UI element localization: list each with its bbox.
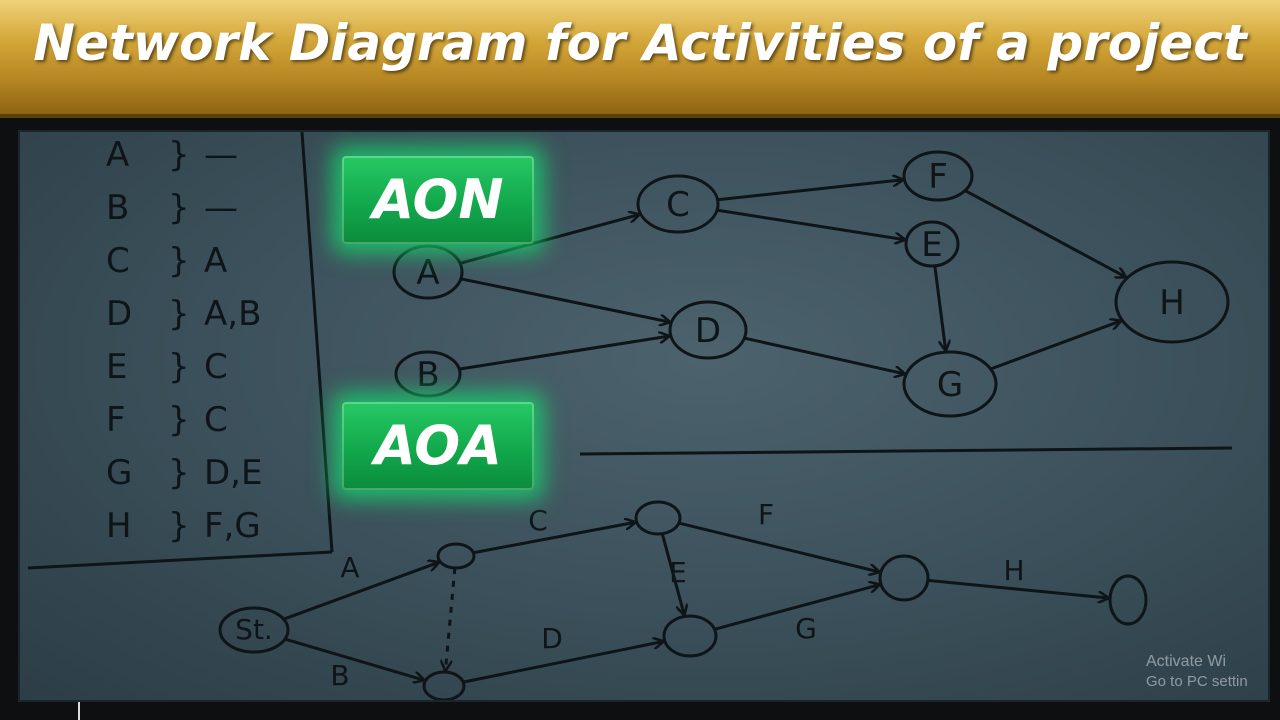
table-activity-B: B (106, 188, 129, 228)
aon-edge-D-G (744, 336, 904, 374)
table-brace: } (168, 347, 190, 387)
table-predecessor-C: A (204, 241, 227, 281)
aon-node-D (668, 300, 748, 360)
aoa-activity-A (283, 562, 439, 621)
precedence-table: A} — B} — C} A D} A,B E} C F} C G} D,E H} F,G (27, 132, 334, 570)
aoa-activity-label-G: G (795, 612, 817, 645)
aon-node-label-F: F (928, 157, 948, 197)
aon-edge-F-H (964, 189, 1125, 277)
aon-node-label-G: G (937, 365, 963, 405)
table-brace: } (168, 400, 190, 440)
table-activity-A: A (106, 135, 129, 175)
aon-node-label-D: D (695, 311, 721, 351)
aon-edge-E-G (933, 265, 946, 350)
table-brace: } (168, 453, 190, 493)
table-brace: } (168, 506, 190, 546)
table-predecessor-E: C (204, 347, 228, 387)
aoa-event-node (436, 542, 476, 570)
table-brace: } (168, 188, 190, 228)
aoa-start-node (218, 606, 290, 654)
aoa-activity-label-D: D (541, 622, 563, 655)
table-brace: } (168, 135, 190, 175)
aoa-dummy-activity (445, 567, 457, 670)
aoa-event-node (1108, 574, 1148, 626)
aon-badge: AON (342, 156, 534, 244)
chalkboard: A} — B} — C} A D} A,B E} C F} C G} D,E H} F,G A B C D E F G H … (18, 130, 1270, 702)
table-predecessor-B: — (204, 188, 238, 228)
aon-node-B (394, 350, 462, 398)
table-predecessor-A: — (204, 135, 238, 175)
aon-node-C (636, 174, 720, 234)
table-predecessor-H: F,G (204, 506, 261, 546)
aon-network: A B C D EF G H (392, 150, 1230, 418)
aoa-badge: AOA (342, 402, 534, 490)
aoa-event-node (422, 670, 466, 700)
table-activity-F: F (106, 400, 126, 440)
aoa-activity-label-H: H (1003, 554, 1024, 587)
aoa-activity-B (284, 637, 424, 680)
aoa-activity-label-B: B (330, 659, 349, 692)
aon-node-H (1114, 260, 1230, 344)
aoa-event-node (662, 614, 718, 658)
aoa-activity-E (660, 533, 684, 615)
aoa-activity-C (473, 522, 634, 555)
aon-edge-G-H (990, 321, 1121, 371)
aon-node-label-E: E (921, 225, 942, 265)
aoa-activity-label-A: A (340, 551, 359, 584)
table-activity-E: E (106, 347, 127, 387)
table-bottom-line (27, 550, 333, 570)
aoa-activity-H (927, 578, 1108, 598)
aon-node-E (904, 220, 960, 268)
table-activity-G: G (106, 453, 132, 493)
frame-edge (78, 702, 80, 720)
aoa-start-label: St. (235, 613, 273, 646)
aon-node-label-B: B (416, 355, 439, 395)
aoa-activity-label-F: F (758, 498, 774, 531)
diagram-canvas: A} — B} — C} A D} A,B E} C F} C G} D,E H} F,G A B C D E F G H … (27, 132, 1233, 700)
aon-edge-C-E (716, 208, 904, 240)
aon-node-label-C: C (666, 185, 690, 225)
aoa-event-node (878, 554, 930, 602)
watermark-line-2: Go to PC settin (1146, 673, 1248, 690)
aon-node-A (392, 244, 464, 300)
table-brace: } (168, 241, 190, 281)
aon-node-label-A: A (416, 253, 439, 293)
table-activity-H: H (106, 506, 132, 546)
table-predecessor-G: D,E (204, 453, 262, 493)
activate-windows-watermark: Activate Wi Go to PC settin (1146, 652, 1276, 692)
section-separator (579, 446, 1233, 456)
aon-node-F (902, 150, 974, 202)
aoa-activity-D (462, 642, 663, 684)
watermark-line-1: Activate Wi (1146, 653, 1227, 670)
aon-node-label-H: H (1159, 283, 1185, 323)
aoa-activity-G (714, 585, 880, 631)
aon-edge-B-D (458, 336, 669, 371)
aoa-event-node (634, 500, 682, 536)
table-predecessor-D: A,B (204, 294, 261, 334)
aon-edge-A-D (460, 277, 670, 322)
table-activity-C: C (106, 241, 130, 281)
aoa-network: A B C D E F G H St. (218, 498, 1148, 700)
title-bar: Network Diagram for Activities of a proj… (0, 0, 1280, 118)
video-title: Network Diagram for Activities of a proj… (33, 14, 1247, 72)
table-activity-D: D (106, 294, 132, 334)
aoa-activity-label-E: E (669, 556, 687, 589)
table-divider (300, 132, 334, 553)
aon-edge-C-F (717, 180, 903, 202)
aoa-activity-F (678, 521, 879, 572)
aon-edge-A-C (459, 215, 639, 265)
table-brace: } (168, 294, 190, 334)
aon-node-G (902, 350, 998, 418)
aoa-activity-label-C: C (528, 504, 548, 537)
table-predecessor-F: C (204, 400, 228, 440)
